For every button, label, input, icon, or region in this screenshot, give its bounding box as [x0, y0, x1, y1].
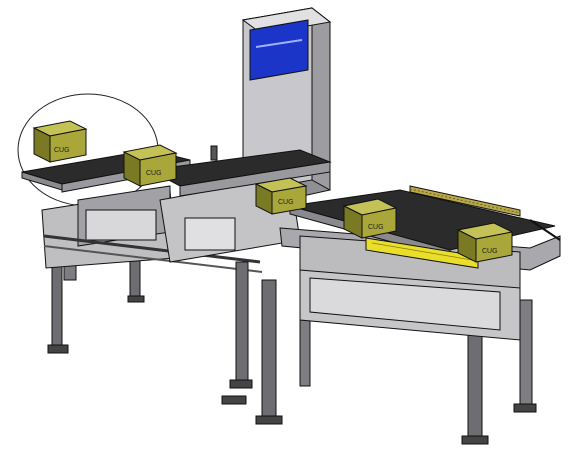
box-3-label: CUG — [278, 199, 294, 206]
box-4: CUG — [342, 198, 398, 239]
box-2: CUG — [122, 144, 178, 187]
reject-bar — [365, 237, 479, 269]
display-screen — [249, 19, 309, 81]
box-1-label: CUG — [54, 147, 70, 154]
box-4-label: CUG — [368, 224, 384, 231]
box-5-label: CUG — [482, 248, 498, 255]
box-5: CUG — [456, 222, 514, 263]
box-1: CUG — [32, 120, 88, 163]
box-2-label: CUG — [146, 170, 162, 177]
box-3: CUG — [254, 177, 308, 215]
